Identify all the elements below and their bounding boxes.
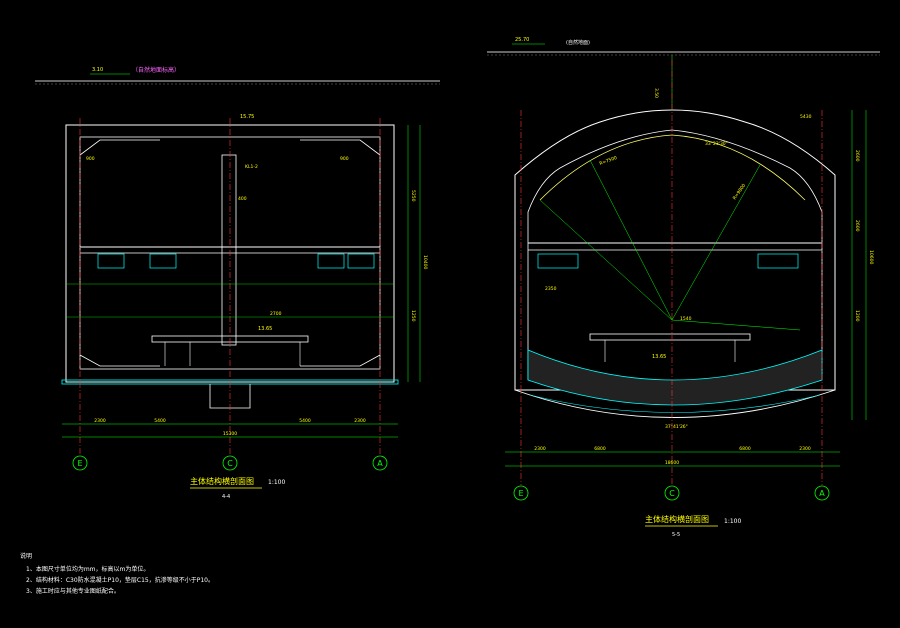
left-axis-E-bubble [72, 455, 88, 471]
right-axis-A-bubble [814, 485, 830, 501]
left-center-column [221, 154, 237, 346]
left-haunch-tr [300, 139, 381, 156]
right-section-mark: 5-5 [672, 532, 680, 538]
left-dim-4: 2300 [354, 418, 366, 424]
left-axis-C-label: C [227, 459, 233, 468]
note-item-2: 2、结构材料：C30防水混凝土P10，垫层C15，抗渗等级不小于P10。 [26, 577, 214, 584]
left-vdim-a: 5250 [410, 190, 416, 202]
right-ground-note: (自然地面) [566, 39, 590, 46]
right-label-angle: 33°23'30" [705, 141, 728, 147]
right-label-a2: 37°41'26" [665, 424, 688, 430]
right-label-d2: 2350 [545, 286, 557, 292]
right-dim-4: 2300 [799, 446, 811, 452]
right-label-d3: 1540 [680, 316, 692, 322]
left-level-top: 15.75 [240, 114, 254, 120]
right-radius-3 [539, 199, 673, 321]
right-section: 25.70 (自然地面) R=7500 R=9800 33°23'30" 37°… [487, 37, 880, 538]
left-ground-note: （自然地面标高） [132, 66, 180, 74]
right-duct-2 [757, 253, 799, 269]
left-axis-C-bubble [222, 455, 238, 471]
left-haunch-bl [79, 354, 160, 367]
right-axis-C-label: C [669, 489, 675, 498]
right-dim-1: 2300 [534, 446, 546, 452]
right-label-r1: R=7500 [599, 155, 618, 167]
left-duct-3 [317, 253, 345, 269]
right-arc-line [539, 134, 806, 201]
right-radius-4 [671, 319, 801, 331]
left-axis-A-label: A [377, 459, 383, 468]
right-waterproof [529, 394, 821, 413]
left-haunch-tl [79, 139, 160, 156]
left-dim-1: 2300 [94, 418, 106, 424]
right-label-d1: 5430 [800, 114, 812, 120]
left-label-thk: KL1-2 [245, 164, 258, 170]
left-haunch-br [300, 354, 381, 367]
right-axis-C-bubble [664, 485, 680, 501]
right-axis-E-label: E [518, 489, 523, 498]
right-dim-height: 10600 [868, 250, 874, 264]
left-section-mark: 4-4 [222, 494, 230, 500]
right-invert-ballast [527, 349, 823, 406]
left-axis-E-label: E [77, 459, 82, 468]
right-vdim-b: 2600 [854, 220, 860, 232]
right-vdim-c: 1200 [854, 310, 860, 322]
right-title: 主体结构横剖面图 [645, 514, 709, 524]
left-dim-height: 10400 [422, 255, 428, 269]
left-section: 3.10 （自然地面标高） E [35, 66, 440, 500]
notes-heading: 说明 [20, 553, 33, 560]
left-dim-3: 5400 [299, 418, 311, 424]
left-scale: 1:100 [268, 479, 285, 486]
right-scale: 1:100 [724, 518, 741, 525]
right-dim-total: 18600 [665, 460, 679, 466]
left-duct-1 [97, 253, 125, 269]
left-title: 主体结构横剖面图 [190, 476, 254, 486]
design-notes: 说明 1、本图尺寸单位均为mm，标高以m为单位。 2、结构材料：C30防水混凝土… [20, 551, 214, 597]
left-label-d3: 2700 [270, 311, 282, 317]
left-label-d1: 900 [86, 156, 95, 162]
left-vdim-b: 1250 [410, 310, 416, 322]
right-axis-A-label: A [819, 489, 825, 498]
right-axis-E-bubble [513, 485, 529, 501]
left-dim-2: 5400 [154, 418, 166, 424]
right-duct-1 [537, 253, 579, 269]
note-item-1: 1、本图尺寸单位均为mm，标高以m为单位。 [26, 566, 150, 573]
right-ground-level: 25.70 [515, 37, 529, 43]
right-platform [589, 333, 751, 341]
right-level-top: 3.50 [653, 88, 659, 98]
left-level-mid: 13.65 [258, 326, 272, 332]
right-radius-1 [589, 159, 673, 321]
left-ground-level: 3.10 [92, 67, 103, 73]
left-label-wall: 400 [238, 196, 247, 202]
left-dim-total: 15300 [223, 431, 237, 437]
right-dim-3: 6800 [739, 446, 751, 452]
left-label-d2: 900 [340, 156, 349, 162]
left-duct-4 [347, 253, 375, 269]
right-dim-2: 6800 [594, 446, 606, 452]
right-vdim-a: 2600 [854, 150, 860, 162]
right-radius-2 [671, 164, 761, 321]
right-outer-invert [514, 389, 836, 418]
note-item-3: 3、施工时应与其他专业图纸配合。 [26, 588, 120, 595]
right-level-mid: 13.65 [652, 354, 666, 360]
left-duct-2 [149, 253, 177, 269]
right-outer-arch [514, 109, 836, 391]
right-inner-arch [527, 129, 823, 380]
left-axis-A-bubble [372, 455, 388, 471]
